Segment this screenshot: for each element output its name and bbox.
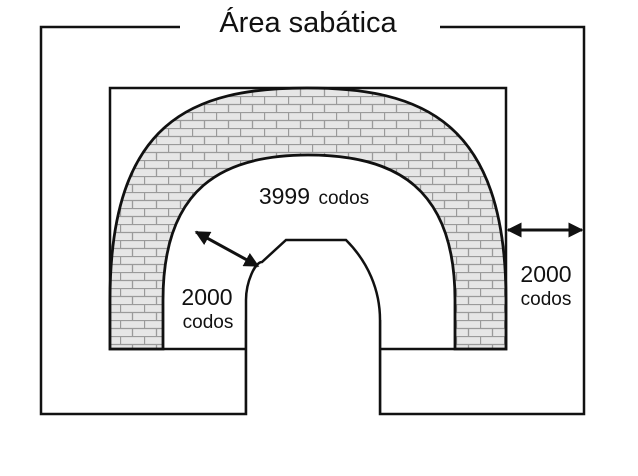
left-distance-unit: codos bbox=[183, 312, 234, 333]
right-distance-number: 2000 bbox=[520, 261, 571, 287]
left-measure-arrow bbox=[194, 230, 260, 268]
inner-distance-label: 3999 codos bbox=[259, 183, 369, 209]
inner-distance-number: 3999 bbox=[259, 183, 310, 209]
brick-arch bbox=[108, 86, 508, 351]
inner-distance-unit: codos bbox=[318, 188, 369, 209]
right-distance-unit: codos bbox=[521, 289, 572, 310]
left-distance-number: 2000 bbox=[181, 284, 232, 310]
diagram-title: Área sabática bbox=[219, 6, 397, 39]
inner-cutout bbox=[244, 238, 382, 414]
